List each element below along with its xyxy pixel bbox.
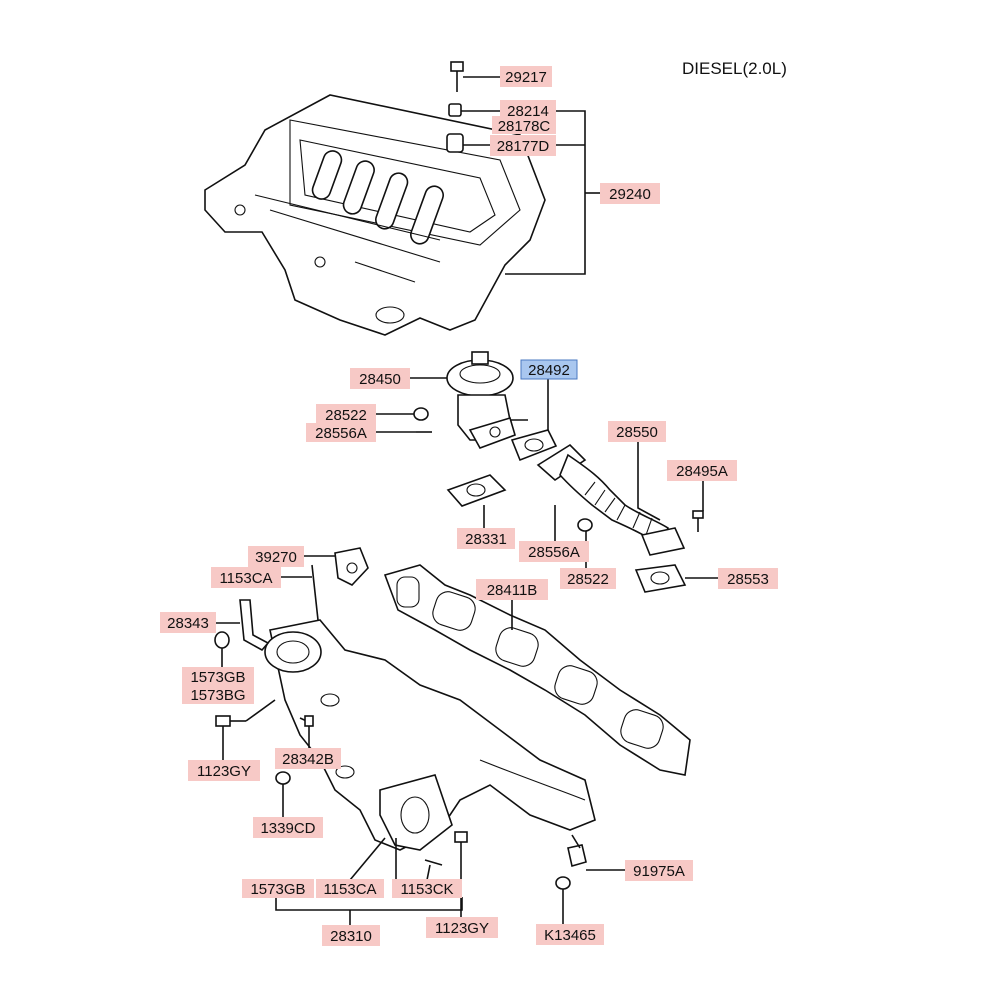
nut-1339CD-drawing <box>275 771 291 785</box>
part-label-29217[interactable]: 29217 <box>500 66 552 87</box>
svg-text:1153CA: 1153CA <box>219 570 272 587</box>
part-label-1339CD[interactable]: 1339CD <box>253 817 323 838</box>
part-label-39270[interactable]: 39270 <box>248 546 304 567</box>
part-label-1153CA-bottom[interactable]: 1153CA <box>316 879 384 898</box>
part-label-1153CA-top[interactable]: 1153CA <box>211 567 281 588</box>
egr-valve-drawing <box>446 351 528 449</box>
nut-K13465-drawing <box>555 876 571 890</box>
svg-text:1123GY: 1123GY <box>435 920 489 937</box>
part-label-1123GY-right[interactable]: 1123GY <box>426 917 498 938</box>
svg-text:28495A: 28495A <box>676 463 728 480</box>
svg-text:28556A: 28556A <box>528 544 580 561</box>
svg-text:28492: 28492 <box>528 362 570 379</box>
svg-text:28178C: 28178C <box>498 118 551 135</box>
part-label-28342B[interactable]: 28342B <box>275 748 341 769</box>
svg-text:28550: 28550 <box>616 424 658 441</box>
svg-text:1123GY: 1123GY <box>197 763 251 780</box>
egr-pipe-drawing <box>536 443 686 556</box>
svg-text:28331: 28331 <box>465 531 507 548</box>
plug-1573GB-drawing <box>214 631 230 649</box>
svg-text:1573BG: 1573BG <box>190 687 245 704</box>
engine-cover-drawing <box>204 94 546 336</box>
svg-text:28214: 28214 <box>507 103 549 120</box>
svg-text:29217: 29217 <box>505 69 547 86</box>
part-label-28556A-top[interactable]: 28556A <box>306 423 376 442</box>
diagram-title: DIESEL(2.0L) <box>682 59 787 78</box>
part-label-28331[interactable]: 28331 <box>457 528 515 549</box>
exhaust-manifold-drawing <box>264 619 596 851</box>
part-label-28343[interactable]: 28343 <box>160 612 216 633</box>
bolt-1123GY-left-drawing <box>215 715 246 727</box>
svg-text:39270: 39270 <box>255 549 297 566</box>
egr-nut-drawing <box>413 407 429 421</box>
part-label-1573GB-bottom[interactable]: 1573GB <box>242 879 314 898</box>
svg-text:28522: 28522 <box>567 571 609 588</box>
svg-text:28177D: 28177D <box>497 138 550 155</box>
stud-1153CK-drawing <box>424 859 443 866</box>
svg-text:28411B: 28411B <box>487 582 538 599</box>
bracket-91975A-drawing <box>567 844 587 868</box>
part-label-28495A[interactable]: 28495A <box>667 460 737 481</box>
svg-text:28450: 28450 <box>359 371 401 388</box>
part-label-28522-top[interactable]: 28522 <box>316 404 376 425</box>
svg-text:1153CA: 1153CA <box>323 881 376 898</box>
water-pipe-drawing <box>239 599 270 652</box>
part-label-29240[interactable]: 29240 <box>600 183 660 204</box>
part-label-91975A[interactable]: 91975A <box>625 860 693 881</box>
svg-text:K13465: K13465 <box>544 927 596 944</box>
svg-text:28343: 28343 <box>167 615 209 632</box>
part-label-K13465[interactable]: K13465 <box>536 924 604 945</box>
part-label-28522-bottom[interactable]: 28522 <box>560 568 616 589</box>
stud-1153CA-drawing <box>311 564 319 621</box>
svg-text:1573GB: 1573GB <box>190 669 245 686</box>
part-label-28492[interactable]: 28492 <box>520 359 578 380</box>
svg-text:28310: 28310 <box>330 928 372 945</box>
part-label-28214[interactable]: 28214 <box>500 100 556 121</box>
svg-text:28342B: 28342B <box>282 751 334 768</box>
egr-gasket-drawing <box>510 429 558 462</box>
svg-text:1573GB: 1573GB <box>250 881 305 898</box>
cover-bolt-drawing <box>450 61 464 92</box>
part-label-1573GB-left[interactable]: 1573GB <box>182 667 254 686</box>
svg-text:29240: 29240 <box>609 186 651 203</box>
cover-grommet-drawing <box>448 103 462 117</box>
part-label-28411B[interactable]: 28411B <box>476 579 548 600</box>
pipe-nut-drawing <box>577 518 593 532</box>
svg-text:1339CD: 1339CD <box>260 820 315 837</box>
bolt-1123GY-right-drawing <box>454 831 468 856</box>
svg-text:1153CK: 1153CK <box>400 881 453 898</box>
svg-text:28553: 28553 <box>727 571 769 588</box>
part-label-28178C[interactable]: 28178C <box>492 116 556 135</box>
pipe-gasket-drawing <box>634 564 687 593</box>
part-label-28553[interactable]: 28553 <box>718 568 778 589</box>
pipe-bolt-drawing <box>692 510 704 532</box>
part-label-1573BG[interactable]: 1573BG <box>182 685 254 704</box>
part-label-28556A-bottom[interactable]: 28556A <box>519 541 589 562</box>
part-label-1153CK[interactable]: 1153CK <box>392 879 462 898</box>
sensor-39270-drawing <box>334 547 369 586</box>
svg-text:28522: 28522 <box>325 407 367 424</box>
gasket-28331-drawing <box>446 474 507 507</box>
part-label-28450[interactable]: 28450 <box>350 368 410 389</box>
leader-lines <box>215 76 722 925</box>
part-label-28310[interactable]: 28310 <box>322 925 380 946</box>
svg-text:28556A: 28556A <box>315 425 367 442</box>
part-label-28550[interactable]: 28550 <box>608 421 666 442</box>
part-label-1123GY-left[interactable]: 1123GY <box>188 760 260 781</box>
cover-bushing-drawing <box>446 133 464 153</box>
svg-text:91975A: 91975A <box>633 863 685 880</box>
part-label-28177D[interactable]: 28177D <box>490 135 556 156</box>
